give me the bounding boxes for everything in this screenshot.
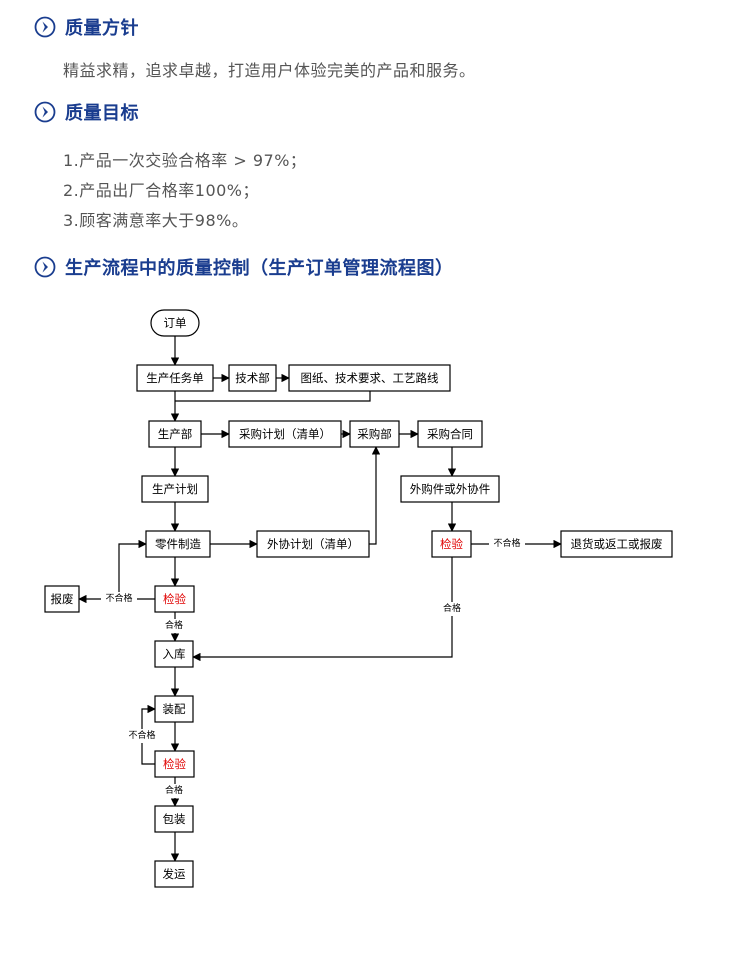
node-tech: 技术部: [228, 364, 277, 392]
edge-label-pass: 合格: [443, 602, 461, 614]
node-packing: 包装: [154, 805, 194, 833]
svg-text:订单: 订单: [164, 316, 187, 330]
node-coop-plan: 外协计划（清单）: [256, 530, 370, 558]
section-title: 质量方针: [65, 18, 139, 39]
node-storage: 入库: [154, 640, 194, 668]
edge-label-pass: 合格: [165, 619, 183, 631]
quality-goal-item: 2.产品出厂合格率100%；: [63, 181, 260, 200]
node-shipping: 发运: [154, 860, 194, 888]
node-inspect-parts: 检验: [154, 585, 195, 613]
edge-label-fail: 不合格: [105, 592, 132, 604]
edge-label-fail: 不合格: [128, 729, 155, 741]
svg-text:外购件或外协件: 外购件或外协件: [410, 482, 491, 496]
svg-text:检验: 检验: [440, 537, 463, 551]
svg-text:采购计划（清单）: 采购计划（清单）: [239, 427, 331, 441]
svg-text:采购合同: 采购合同: [427, 427, 473, 441]
svg-text:生产任务单: 生产任务单: [146, 371, 204, 385]
flowchart-edge-labels: 不合格 合格 不合格 合格 不合格 合格: [101, 537, 525, 798]
section-header-quality-control: 生产流程中的质量控制（生产订单管理流程图）: [34, 254, 454, 280]
svg-text:外协计划（清单）: 外协计划（清单）: [267, 537, 359, 551]
node-order: 订单: [150, 309, 200, 337]
node-return: 退货或返工或报废: [560, 530, 673, 558]
svg-text:图纸、技术要求、工艺路线: 图纸、技术要求、工艺路线: [301, 371, 439, 385]
svg-text:报废: 报废: [51, 592, 74, 606]
chevron-right-circle-icon: [34, 101, 56, 123]
quality-goal-item: 1.产品一次交验合格率 > 97%；: [63, 151, 307, 170]
section-header-quality-policy: 质量方针: [34, 14, 139, 40]
svg-text:检验: 检验: [163, 592, 186, 606]
node-purchase-dept: 采购部: [349, 420, 400, 448]
node-assembly: 装配: [154, 695, 194, 723]
svg-text:发运: 发运: [163, 867, 186, 881]
node-purchase-plan: 采购计划（清单）: [228, 420, 342, 448]
edge-coop-plan-to-purchase-dept: [369, 446, 381, 545]
node-task: 生产任务单: [136, 364, 214, 392]
flowchart-edges: [78, 336, 562, 862]
svg-text:入库: 入库: [163, 647, 186, 661]
edge-inspect-out-pass: [192, 557, 453, 662]
edge-inspect1-rework: [118, 539, 147, 599]
svg-text:零件制造: 零件制造: [155, 537, 201, 551]
node-scrap: 报废: [44, 585, 80, 613]
svg-text:检验: 检验: [163, 757, 186, 771]
svg-text:生产部: 生产部: [158, 427, 193, 441]
quality-policy-text: 精益求精，追求卓越，打造用户体验完美的产品和服务。: [63, 61, 476, 80]
svg-text:采购部: 采购部: [357, 427, 392, 441]
chevron-right-circle-icon: [34, 16, 56, 38]
edge-label-pass: 合格: [165, 784, 183, 796]
node-prod-plan: 生产计划: [141, 475, 209, 503]
production-order-flowchart: 不合格 合格 不合格 合格 不合格 合格 订单 生产任务单 技术部 图纸、技术要…: [44, 309, 673, 888]
node-drawings: 图纸、技术要求、工艺路线: [288, 364, 451, 392]
edge-drawings-to-prod-dept: [175, 391, 371, 402]
node-inspect-assembly: 检验: [154, 750, 195, 778]
edge-label-fail: 不合格: [493, 537, 520, 549]
node-contract: 采购合同: [417, 420, 483, 448]
chevron-right-circle-icon: [34, 256, 56, 278]
node-parts: 零件制造: [145, 530, 211, 558]
node-inspect-outsource: 检验: [431, 530, 472, 558]
section-title: 生产流程中的质量控制（生产订单管理流程图）: [65, 258, 454, 279]
section-title: 质量目标: [65, 103, 139, 124]
section-header-quality-goals: 质量目标: [34, 99, 139, 125]
svg-text:退货或返工或报废: 退货或返工或报废: [571, 537, 663, 551]
node-outsource: 外购件或外协件: [400, 475, 500, 503]
node-prod-dept: 生产部: [148, 420, 202, 448]
svg-text:生产计划: 生产计划: [152, 482, 198, 496]
svg-text:包装: 包装: [163, 812, 186, 826]
quality-goal-item: 3.顾客满意率大于98%。: [63, 211, 249, 230]
svg-text:技术部: 技术部: [235, 371, 270, 385]
svg-text:装配: 装配: [163, 702, 186, 716]
